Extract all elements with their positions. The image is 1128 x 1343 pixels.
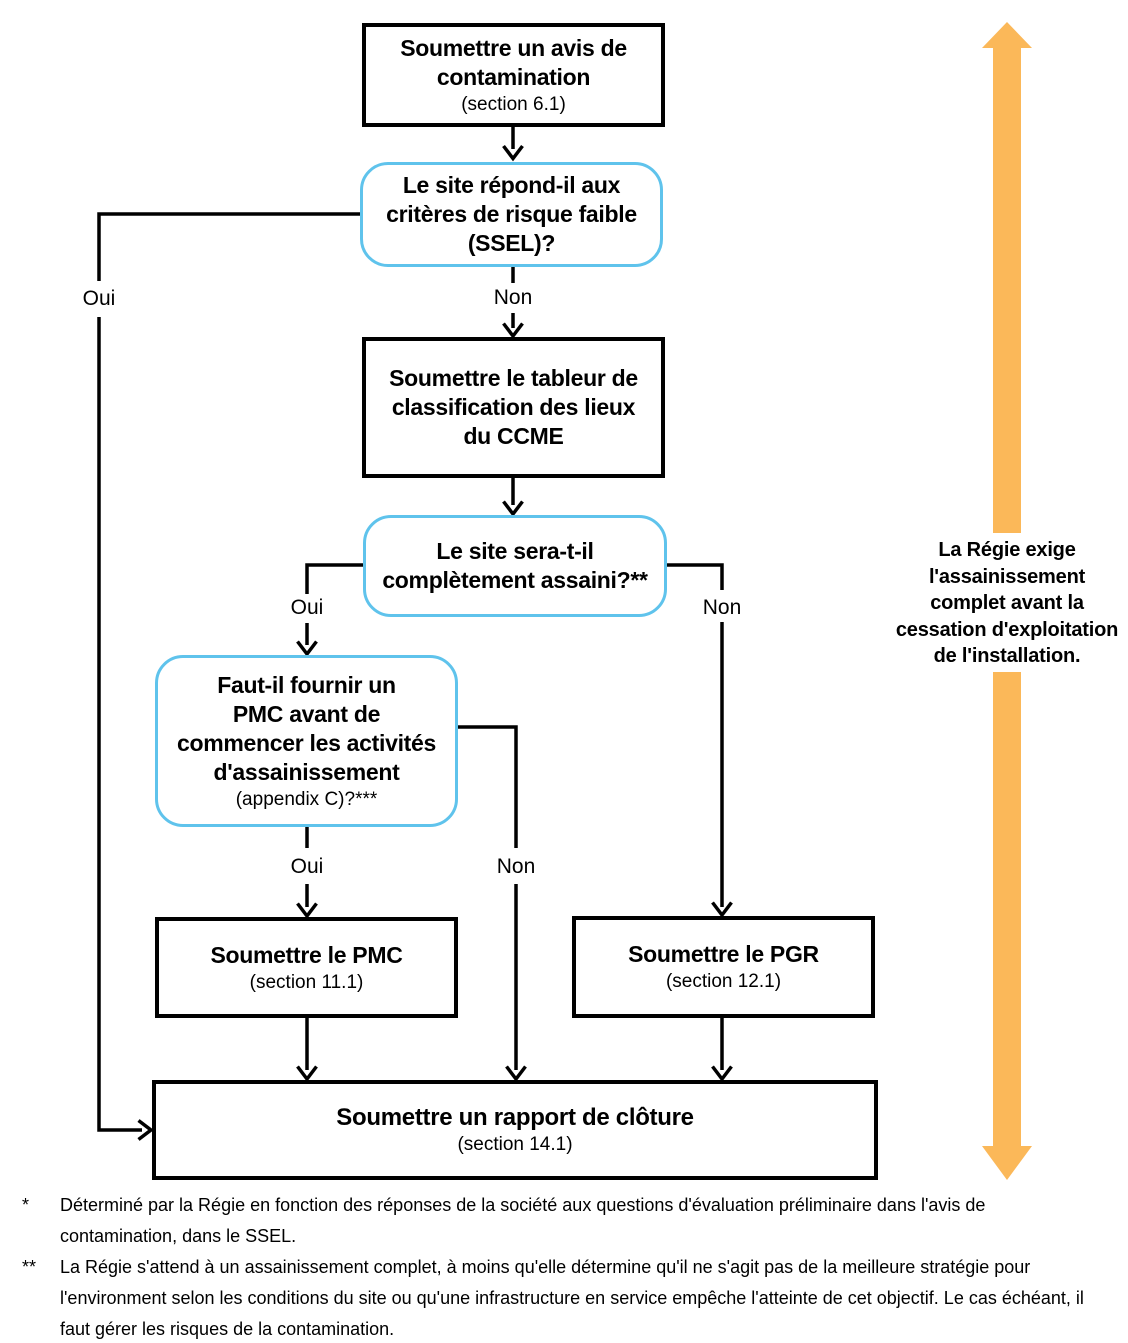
node-tableur-ccme: Soumettre le tableur de classification d… — [362, 337, 665, 478]
node-title: Soumettre un rapport de clôture — [336, 1104, 694, 1131]
connector-ssel-oui-loop-lower — [97, 317, 154, 1141]
connector-pgr-to-cloture — [711, 1018, 733, 1082]
node-section-ref: (section 6.1) — [461, 93, 566, 115]
label-ssel-non: Non — [490, 287, 536, 309]
connector-pmcq-oui-lower — [296, 884, 318, 919]
node-title: Soumettre le tableur de classification d… — [389, 365, 638, 449]
regie-requirement-note: La Régie exige l'assainissement complet … — [895, 539, 1119, 667]
connector-pmcq-non-lower — [505, 884, 527, 1082]
regie-arrow-upper-shaft — [993, 46, 1021, 533]
node-section-ref: (section 11.1) — [249, 971, 364, 993]
node-section-ref: (section 12.1) — [665, 971, 782, 992]
footnote-marker: ** — [22, 1257, 37, 1277]
connector-assaini-oui-lower — [296, 623, 318, 657]
connector-ssel-oui-loop-upper — [97, 212, 360, 281]
decision-risque-faible: Le site répond-il aux critères de risque… — [360, 162, 663, 267]
node-avis-contamination: Soumettre un avis de contamination (sect… — [362, 23, 665, 127]
node-section-ref: (section 14.1) — [457, 1134, 573, 1155]
connector-pmcq-non-upper — [458, 725, 518, 848]
regie-arrow-down-head — [982, 1146, 1032, 1180]
node-title: Soumettre le PMC — [210, 941, 403, 968]
connector-pmc-to-cloture — [296, 1018, 318, 1082]
node-appendix-ref: (appendix C)?*** — [235, 788, 378, 810]
label-assaini-non: Non — [699, 597, 745, 619]
label-pmcq-oui: Oui — [287, 856, 327, 878]
node-rapport-cloture: Soumettre un rapport de clôture (section… — [152, 1080, 878, 1180]
decision-pmc-requis: Faut-il fournir un PMC avant de commence… — [155, 655, 458, 827]
connector-ccme-to-assaini — [502, 478, 524, 517]
footnote-text: Déterminé par la Régie en fonction des r… — [60, 1195, 986, 1246]
footnote-2: ** La Régie s'attend à un assainissement… — [22, 1252, 1114, 1343]
node-title: Soumettre un avis de contamination — [400, 34, 627, 90]
node-title: Le site sera-t-il complètement assaini?*… — [382, 538, 648, 593]
connector-assaini-non-lower — [711, 622, 733, 918]
label-assaini-oui: Oui — [287, 597, 327, 619]
node-title: Le site répond-il aux critères de risque… — [386, 172, 637, 256]
connector-assaini-oui-upper — [305, 563, 363, 594]
connector-ssel-non-lower — [502, 313, 524, 339]
node-soumettre-pgr: Soumettre le PGR (section 12.1) — [572, 916, 875, 1018]
footnote-1: * Déterminé par la Régie en fonction des… — [22, 1190, 1065, 1252]
label-ssel-oui: Oui — [79, 288, 119, 310]
node-title: Soumettre le PGR — [628, 941, 819, 967]
connector-assaini-non-upper — [667, 563, 724, 590]
label-pmcq-non: Non — [493, 856, 539, 878]
regie-arrow-lower-shaft — [993, 672, 1021, 1148]
decision-assainissement-complet: Le site sera-t-il complètement assaini?*… — [363, 515, 667, 617]
node-title: Faut-il fournir un PMC avant de commence… — [176, 671, 437, 785]
footnote-marker: * — [22, 1195, 30, 1215]
regie-requirement-arrow — [982, 22, 1032, 1180]
node-soumettre-pmc: Soumettre le PMC (section 11.1) — [155, 917, 458, 1018]
connector-avis-to-ssel — [502, 127, 524, 162]
regie-arrow-up-head — [982, 22, 1032, 48]
footnote-text: La Régie s'attend à un assainissement co… — [60, 1257, 1084, 1339]
